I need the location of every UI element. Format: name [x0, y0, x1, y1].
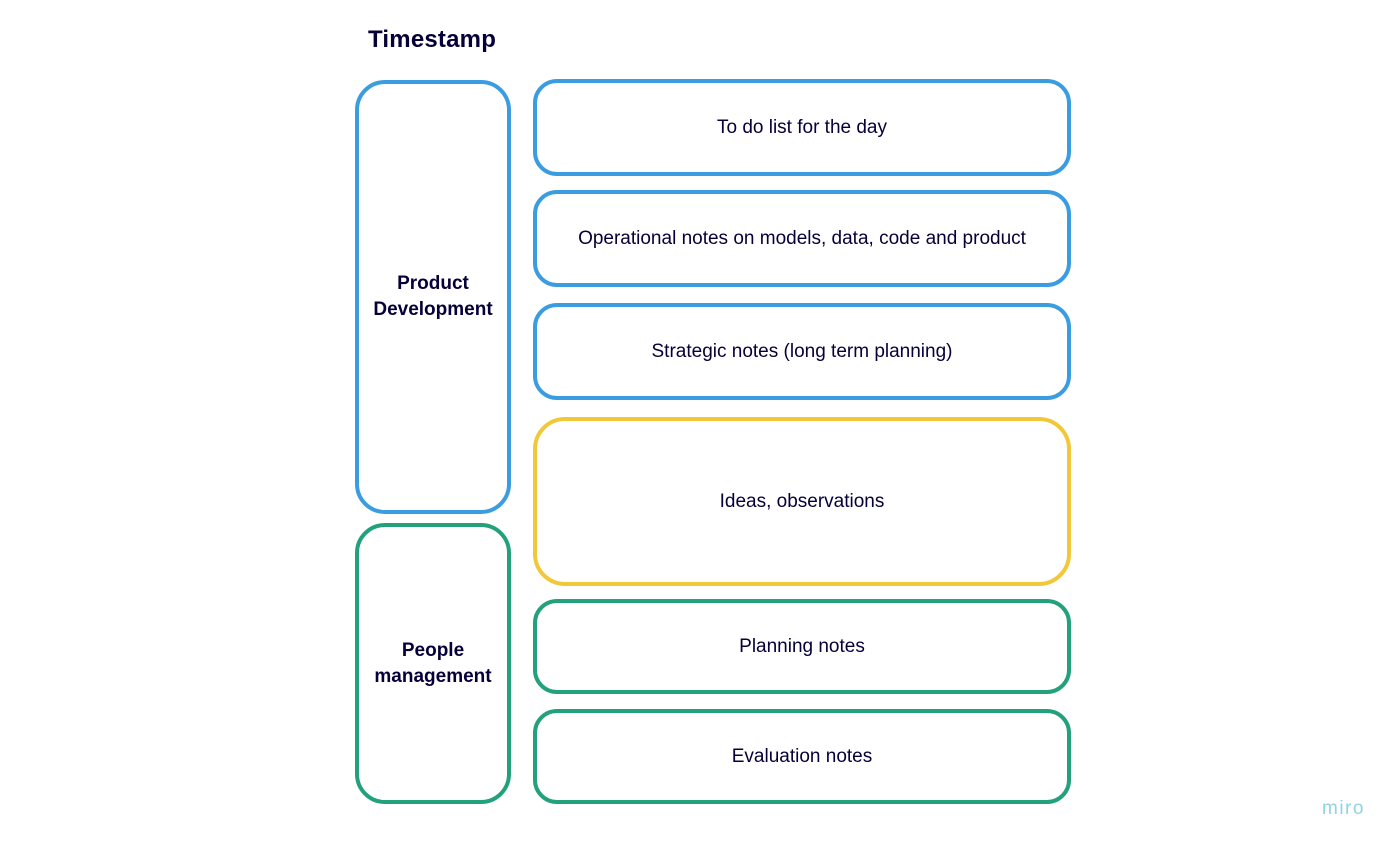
category-ideas-observations[interactable]: Ideas, observations: [533, 417, 1071, 586]
category-todo-list[interactable]: To do list for the day: [533, 79, 1071, 176]
category-planning-notes[interactable]: Planning notes: [533, 599, 1071, 694]
group-people-management[interactable]: People management: [355, 523, 511, 804]
category-operational-notes[interactable]: Operational notes on models, data, code …: [533, 190, 1071, 287]
group-product-development[interactable]: Product Development: [355, 80, 511, 514]
category-label: To do list for the day: [716, 116, 888, 138]
category-label: Strategic notes (long term planning): [651, 340, 953, 362]
group-label: Product Development: [373, 273, 493, 320]
miro-logo: miro: [1322, 798, 1365, 819]
category-label: Operational notes on models, data, code …: [578, 227, 1026, 249]
category-label: Ideas, observations: [719, 490, 885, 512]
group-label: People management: [374, 639, 492, 687]
category-evaluation-notes[interactable]: Evaluation notes: [533, 709, 1071, 804]
category-label: Evaluation notes: [731, 745, 873, 767]
category-label: Planning notes: [739, 635, 865, 657]
category-strategic-notes[interactable]: Strategic notes (long term planning): [533, 303, 1071, 400]
diagram-title: Timestamp: [368, 26, 497, 53]
